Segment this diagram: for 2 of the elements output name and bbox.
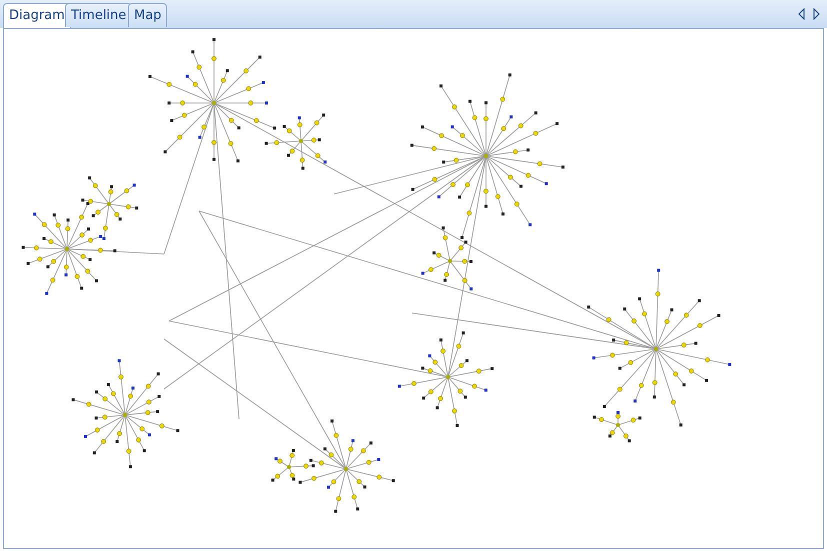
tab: Map [128, 3, 168, 27]
tab: Diagram [3, 3, 71, 28]
